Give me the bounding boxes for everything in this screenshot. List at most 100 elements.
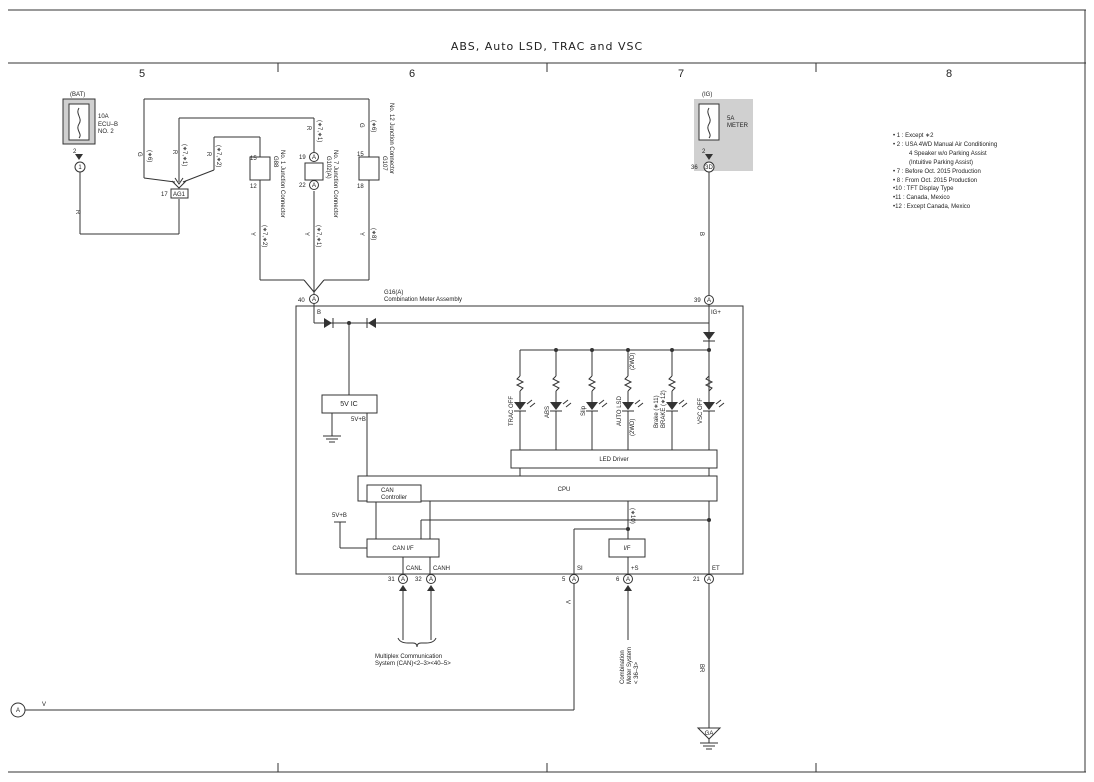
note-8: • 8 : From Oct. 2015 Production — [893, 178, 977, 184]
diode-ig-down — [703, 332, 715, 340]
led-2wd-bottom: (2WD) — [630, 419, 636, 436]
fuse-ecu-b-no2: (BAT) 10A ECU–B NO. 2 2 1 — [62, 92, 118, 173]
si-and-ifs-wiring: (∗10) I/F — [573, 501, 711, 574]
connector-ag1-pin: 17 — [161, 192, 168, 198]
g102-desc: No. 7 Junction Connector — [332, 150, 338, 218]
svg-text:+S: +S — [631, 566, 639, 572]
fuse-bat-name-2: NO. 2 — [98, 129, 114, 135]
svg-text:CANH: CANH — [433, 566, 450, 572]
fuse-ig-icon — [707, 107, 711, 139]
note-12: •12 : Except Canada, Mexico — [893, 204, 971, 210]
can-controller-label: CAN — [381, 488, 394, 494]
diode-b — [324, 318, 332, 328]
wire-y-mid: Y — [303, 232, 309, 236]
fuse-ig-rating: 5A — [727, 116, 734, 122]
pin-5-si: SI 5 A — [562, 566, 583, 584]
5v-ic-label: 5V IC — [340, 401, 358, 408]
fuse-bat-icon — [77, 107, 81, 139]
fuse-ig-name: METER — [727, 123, 749, 129]
wire-note-7-2-top: (∗7,∗2) — [215, 145, 221, 167]
svg-text:40: 40 — [298, 298, 305, 304]
led-label-abs: ABS — [545, 406, 551, 418]
notes-list: • 1 : Except ∗2 • 2 : USA 4WD Manual Air… — [893, 133, 997, 210]
meter-system-label-3: < 36–3> — [634, 661, 640, 684]
led-label-brake-12: BRAKE (∗12) — [661, 390, 667, 428]
multiplex-label-2: System (CAN)<2–3><40–5> — [375, 661, 451, 667]
wire-color-b-ig: B — [698, 232, 704, 236]
wire-y-right: Y — [358, 232, 364, 236]
svg-text:A: A — [707, 577, 711, 583]
fuse-ig-pin-left: 36 — [691, 165, 698, 171]
svg-text:A: A — [429, 577, 433, 583]
meter-power-wiring — [313, 304, 715, 398]
5v-ic-output: 5V+B — [351, 417, 366, 423]
wire-note-7-1-left: (∗7,∗1) — [181, 144, 187, 166]
led-abs: ABS — [545, 350, 572, 450]
g102-pin-top: 19 — [299, 155, 306, 161]
g107-code: G107 — [381, 156, 387, 171]
g88-pin-bottom: 12 — [250, 184, 257, 190]
svg-text:A: A — [16, 708, 20, 714]
column-number-6: 6 — [409, 68, 415, 80]
can-controller: CAN Controller — [366, 484, 422, 503]
led-array: TRAC OFF ABS Slip — [509, 350, 725, 450]
pin-6-plus-s: +S 6 A — [616, 566, 639, 584]
wire-v-left: V — [42, 702, 46, 708]
wire-note-6-right: (∗6) — [370, 120, 376, 132]
svg-text:A: A — [312, 297, 316, 303]
diagram-title: ABS, Auto LSD, TRAC and VSC — [451, 40, 643, 53]
multiplex-label: Multiplex Communication — [375, 654, 442, 660]
svg-text:21: 21 — [693, 577, 700, 583]
g107-desc: No. 12 Junction Connector — [388, 103, 394, 174]
if-block — [608, 538, 646, 558]
note-1: • 1 : Except ∗2 — [893, 133, 934, 139]
svg-text:SI: SI — [577, 566, 583, 572]
wire-note-7-2-bottom: (∗7,∗2) — [261, 225, 267, 247]
combination-meter-assembly — [295, 305, 744, 575]
wire-note-6-left: (∗6) — [146, 150, 152, 162]
wire-color-r: R — [74, 210, 80, 215]
note-11: •11 : Canada, Mexico — [893, 195, 950, 201]
fuse-bat-source-label: (BAT) — [70, 92, 85, 98]
svg-text:5: 5 — [562, 577, 566, 583]
note-2: • 2 : USA 4WD Manual Air Conditioning — [893, 142, 997, 148]
svg-text:3D: 3D — [705, 165, 713, 171]
g88-pin-top: 15 — [250, 156, 257, 162]
junction-connector-g107: 15 18 G107 No. 12 Junction Connector — [357, 103, 394, 190]
column-number-8: 8 — [946, 68, 952, 80]
can-interface: 5V+B CAN I/F — [332, 501, 709, 574]
connector-ag1-label: AG1 — [173, 192, 186, 198]
wire-note-7-1-bottom: (∗7,∗1) — [315, 225, 321, 247]
led-driver: LED Driver — [510, 449, 718, 469]
svg-text:A: A — [401, 577, 405, 583]
diode-ig — [368, 318, 376, 328]
svg-text:A: A — [312, 183, 316, 189]
meter-system-label-2: Meter System — [627, 647, 633, 684]
svg-text:A: A — [572, 577, 576, 583]
can-controller-label-2: Controller — [381, 495, 407, 501]
wire-br: BR — [698, 664, 704, 673]
svg-text:A: A — [626, 577, 630, 583]
pin-40-b: 40 A B — [298, 294, 321, 316]
led-label-brake: Brake (∗11) — [654, 395, 660, 428]
wire-r-mid: R — [171, 150, 177, 155]
multiplex-bracket — [397, 637, 437, 648]
fuse-bat-rating: 10A — [98, 114, 109, 120]
meter-system-label: Combination — [620, 650, 626, 684]
ground-ga — [696, 727, 722, 740]
led-label-auto-lsd: AUTO LSD — [617, 395, 623, 426]
led-label-trac-off: TRAC OFF — [509, 396, 515, 426]
junction-connector-g102: A A 19 22 G102(A) No. 7 Junction Connect… — [299, 150, 338, 218]
wire-note-8: (∗8) — [370, 228, 376, 240]
led-2wd-top: (2WD) — [630, 353, 636, 370]
note-2-line-3: (Intuitive Parking Assist) — [909, 160, 973, 166]
if-label: I/F — [624, 546, 631, 552]
cpu-label: CPU — [558, 487, 571, 493]
svg-text:39: 39 — [694, 298, 701, 304]
wire-v-si: V — [564, 600, 570, 604]
note-10: •10 : TFT Display Type — [893, 186, 954, 192]
led-driver-label: LED Driver — [599, 457, 628, 463]
wire-g-right: G — [358, 123, 364, 128]
